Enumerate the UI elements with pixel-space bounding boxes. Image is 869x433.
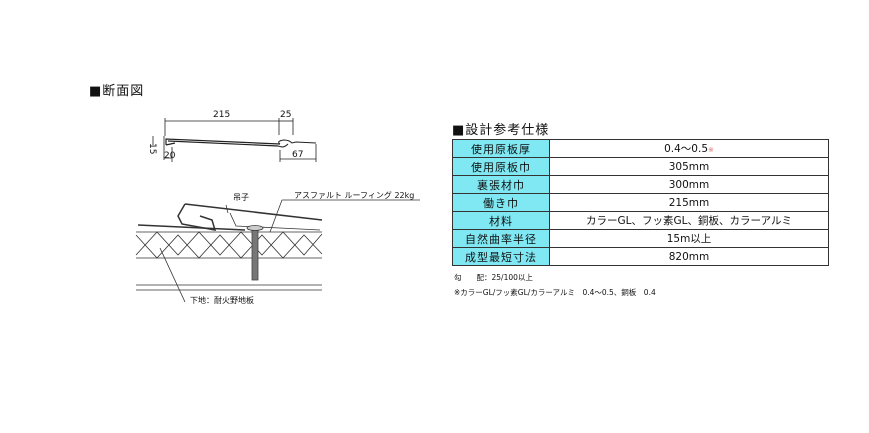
section-title-cross-section: ■断面図 [89,84,145,99]
dim-25: 25 [280,110,291,120]
note-mark: ※ [708,146,714,154]
dim-15: 15 [147,143,157,154]
spec-key: 使用原板厚 [452,139,550,158]
spec-value: 305mm [549,157,829,176]
roof-section [135,199,420,303]
spec-key: 材料 [452,211,550,230]
label-roofing: アスファルト ルーフィング 22kg [294,190,414,200]
spec-value: 820mm [549,247,829,266]
note-thickness: ※カラーGL/フッ素GL/カラーアルミ 0.4～0.5、銅板 0.4 [454,288,656,297]
dim-67: 67 [292,150,303,160]
spec-value: カラーGL、フッ素GL、銅板、カラーアルミ [549,211,829,230]
table-row: 材料カラーGL、フッ素GL、銅板、カラーアルミ [452,211,829,230]
dimension-labels: 215 25 15 20 67 [147,110,303,161]
label-hanger: 吊子 [233,193,249,202]
spec-value: 300mm [549,175,829,194]
note-slope: 勾 配：25/100以上 [454,273,533,282]
spec-key: 自然曲率半径 [452,229,550,248]
spec-key: 裏張材巾 [452,175,550,194]
label-base: 下地：耐火野地板 [190,295,254,305]
spec-key: 働き巾 [452,193,550,212]
spec-value-text: 0.4～0.5 [664,143,709,155]
profile-drawing [152,118,317,162]
spec-key: 使用原板巾 [452,157,550,176]
dim-20: 20 [164,151,176,161]
spec-value: 215mm [549,193,829,212]
dim-215: 215 [213,110,230,120]
spec-value: 15m以上 [549,229,829,248]
spec-key: 成型最短寸法 [452,247,550,266]
spec-title: ■設計参考仕様 [452,123,550,138]
spec-value: 0.4～0.5※ [549,139,829,158]
